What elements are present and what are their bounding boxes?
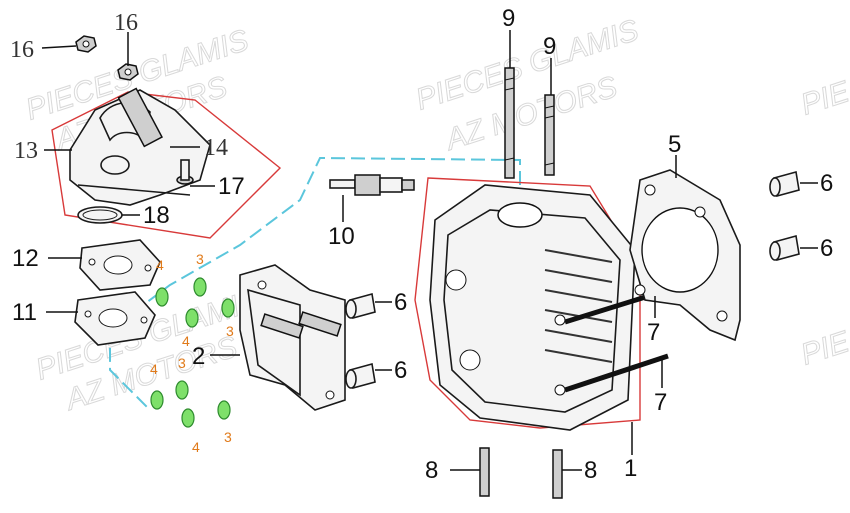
- callout-4: 4: [156, 257, 164, 273]
- camshaft-holder-part-2: [239, 264, 346, 411]
- callout-3: 3: [178, 355, 186, 371]
- callout-4: 4: [182, 333, 190, 349]
- gasket-part-11: [74, 291, 156, 346]
- callout-7: 7: [647, 319, 660, 346]
- callout-6: 6: [820, 170, 833, 197]
- callout-6: 6: [820, 235, 833, 262]
- callout-16: 16: [114, 10, 138, 36]
- stud-part-9a: [504, 67, 515, 179]
- callout-1: 1: [624, 455, 637, 482]
- callout-14: 14: [204, 135, 228, 161]
- callout-16: 16: [10, 37, 34, 63]
- callout-3: 3: [224, 429, 232, 445]
- leader-lines: [41, 30, 818, 471]
- nut-part-16a: [75, 35, 97, 53]
- callout-2: 2: [192, 343, 205, 370]
- callout-10: 10: [328, 223, 355, 250]
- callout-11: 11: [12, 299, 37, 326]
- gasket-part-12: [79, 239, 161, 291]
- cylinder-gasket-part-5: [629, 169, 741, 342]
- callout-4: 4: [150, 361, 158, 377]
- stud-part-8a: [479, 447, 490, 497]
- watermark: PIE: [797, 75, 850, 122]
- callout-9: 9: [502, 5, 515, 32]
- spark-plug-part-10: [329, 174, 415, 196]
- dowel-pin-part-6c: [769, 170, 800, 198]
- blue-highlight-path: [109, 156, 521, 411]
- stud-part-7b: [564, 353, 669, 393]
- callout-7: 7: [654, 389, 667, 416]
- intake-manifold-part-13: [69, 87, 211, 206]
- callout-8: 8: [584, 457, 597, 484]
- cylinder-head-highlight-outline: [414, 177, 641, 429]
- dowel-pin-part-6b: [345, 362, 376, 390]
- stud-part-9b: [544, 94, 555, 176]
- callout-18: 18: [143, 202, 170, 229]
- callout-5: 5: [668, 131, 681, 158]
- nut-part-16b: [117, 63, 139, 81]
- callout-6: 6: [394, 289, 407, 316]
- washer-nut-group: [150, 277, 235, 428]
- callout-4: 4: [192, 439, 200, 455]
- callout-6: 6: [394, 357, 407, 384]
- callout-12: 12: [12, 245, 39, 272]
- dowel-pin-part-6a: [345, 292, 376, 320]
- stud-part-8b: [552, 449, 563, 499]
- callout-13: 13: [14, 138, 38, 164]
- callout-9: 9: [543, 33, 556, 60]
- watermark: PIE: [797, 325, 850, 372]
- callout-3: 3: [196, 251, 204, 267]
- cylinder-head-part-1: [429, 184, 636, 431]
- dowel-pin-part-6d: [769, 234, 800, 262]
- callout-labels: 16 16 13 14 17 18 12 11 2 9 9 10 5 6 6 6…: [10, 5, 833, 484]
- callout-8: 8: [425, 457, 438, 484]
- o-ring-part-18: [77, 206, 123, 224]
- bolt-part-17: [176, 159, 194, 185]
- callout-3: 3: [226, 323, 234, 339]
- callout-17: 17: [218, 173, 245, 200]
